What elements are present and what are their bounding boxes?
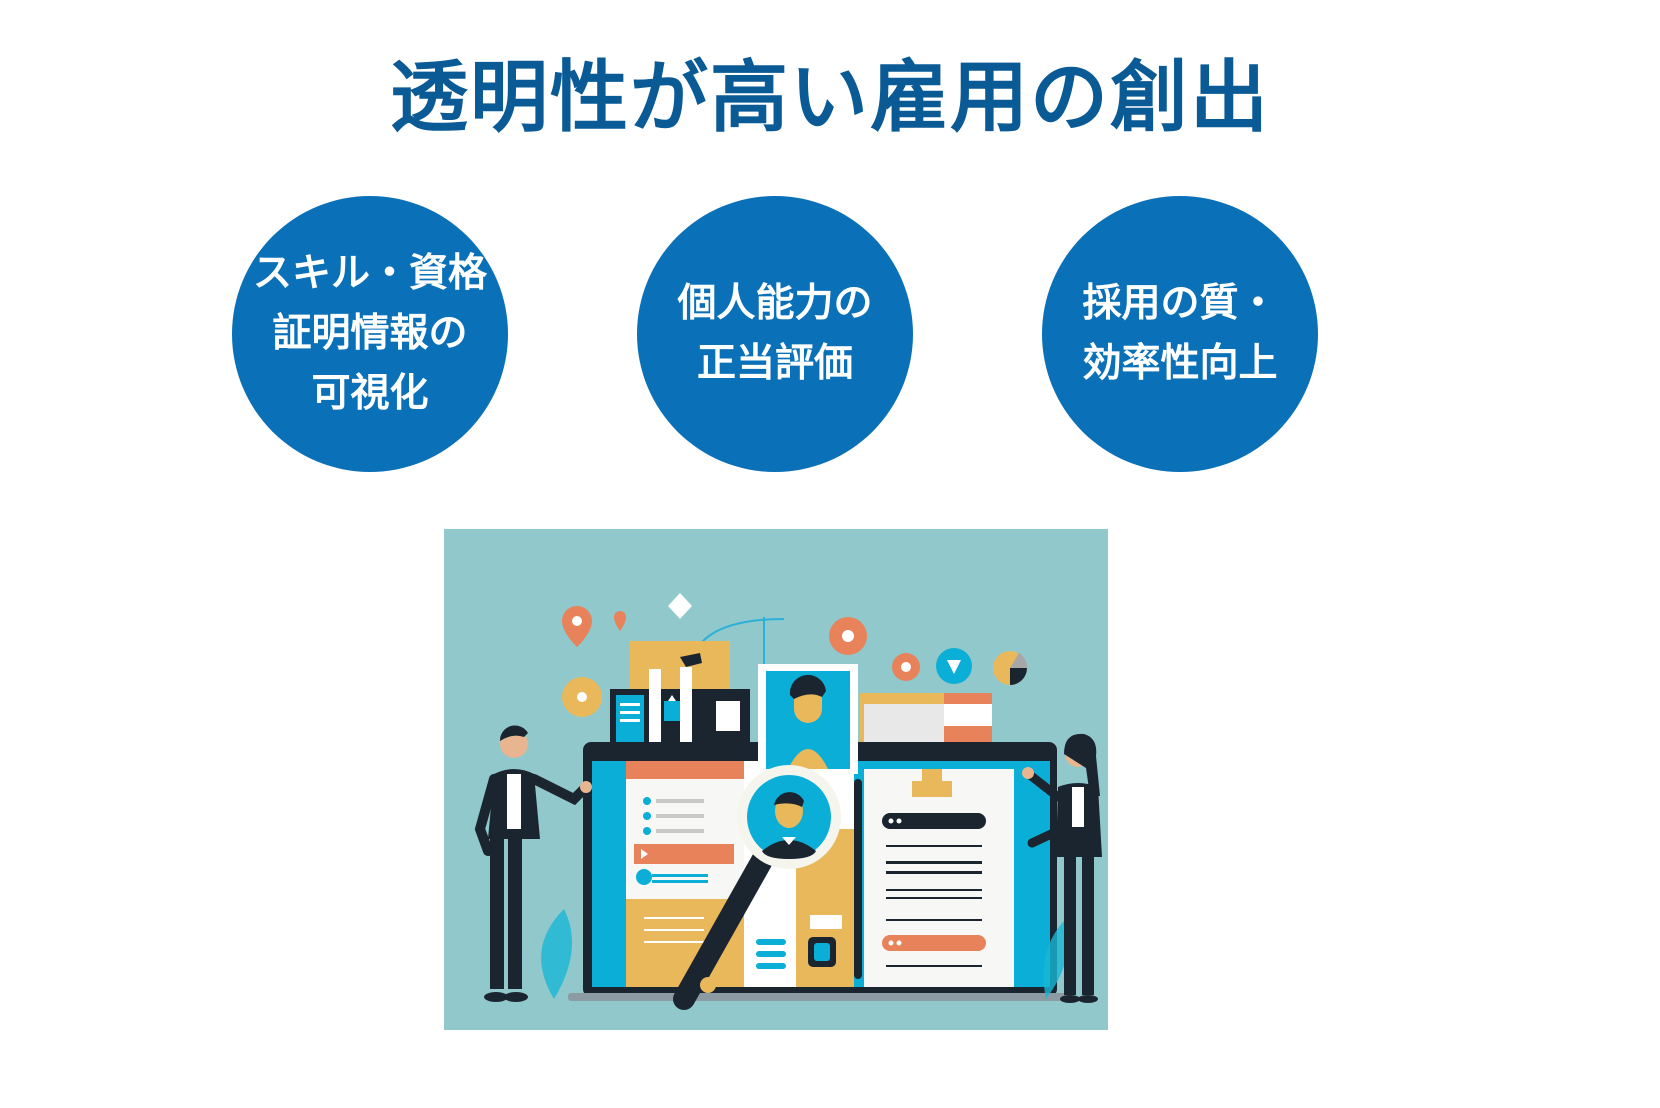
feature-circle-line: 採用の質・ <box>1082 281 1278 326</box>
feature-circle-line: 証明情報の <box>272 311 468 356</box>
recruitment-illustration <box>444 529 1108 1030</box>
diamond-icon <box>668 593 692 619</box>
location-pin-icon <box>562 605 592 647</box>
pie-chart-icon <box>993 651 1028 685</box>
clipboard-icon <box>864 769 1014 987</box>
graduation-cap-icon <box>680 653 702 667</box>
magnifying-glass-icon <box>673 765 841 1010</box>
feature-circle-line: 個人能力の <box>677 281 873 326</box>
page-title: 透明性が高い雇用の創出 <box>389 53 1270 143</box>
person-man <box>474 725 592 1002</box>
feature-circle-recruitment: 採用の質・ 効率性向上 <box>1042 196 1318 472</box>
feature-circle-line: スキル・資格 <box>252 251 487 296</box>
person-woman <box>1022 733 1102 1003</box>
feature-circle-line: 正当評価 <box>696 341 853 386</box>
feature-circle-line: 効率性向上 <box>1082 341 1278 386</box>
feature-circle-line: 可視化 <box>311 371 429 416</box>
download-icon <box>936 648 972 684</box>
feature-circle-skills: スキル・資格 証明情報の 可視化 <box>232 196 508 472</box>
feature-circle-evaluation: 個人能力の 正当評価 <box>637 196 913 472</box>
